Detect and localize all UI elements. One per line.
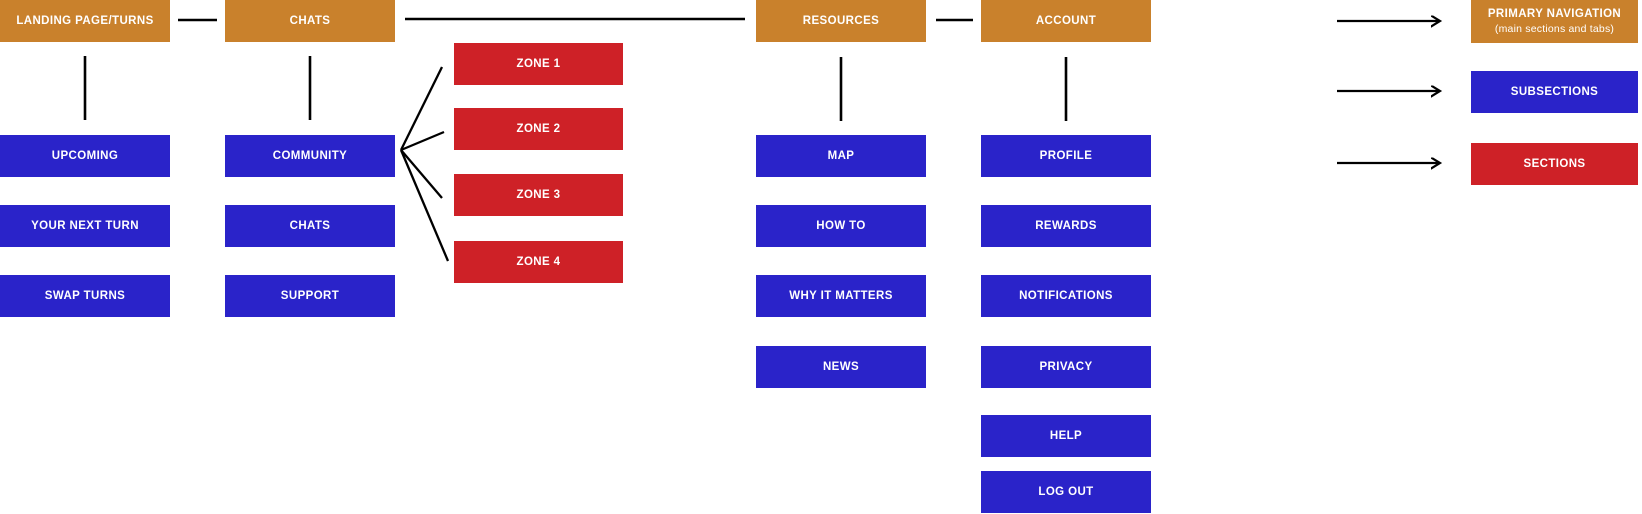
subsection-notifications: NOTIFICATIONS	[981, 275, 1151, 317]
node-label: NEWS	[822, 360, 860, 373]
subsection-swap-turns: SWAP TURNS	[0, 275, 170, 317]
node-label: CHATS	[289, 14, 331, 27]
subsection-why-it-matters: WHY IT MATTERS	[756, 275, 926, 317]
legend-label: SUBSECTIONS	[1510, 85, 1599, 98]
node-label: NOTIFICATIONS	[1019, 289, 1113, 302]
primary-nav-resources: RESOURCES	[756, 0, 926, 42]
node-label: REWARDS	[1035, 219, 1097, 232]
node-label: RESOURCES	[802, 14, 880, 27]
subsection-community: COMMUNITY	[225, 135, 395, 177]
section-zone-2: ZONE 2	[454, 108, 623, 150]
legend-subsections: SUBSECTIONS	[1471, 71, 1638, 113]
primary-nav-chats: CHATS	[225, 0, 395, 42]
node-label: SWAP TURNS	[44, 289, 126, 302]
subsection-your-next-turn: YOUR NEXT TURN	[0, 205, 170, 247]
subsection-privacy: PRIVACY	[981, 346, 1151, 388]
connector-community-zone1	[399, 66, 444, 151]
legend-sublabel: (main sections and tabs)	[1494, 22, 1615, 35]
node-label: HELP	[1049, 429, 1083, 442]
primary-nav-account: ACCOUNT	[981, 0, 1151, 42]
subsection-log-out: LOG OUT	[981, 471, 1151, 513]
subsection-upcoming: UPCOMING	[0, 135, 170, 177]
node-label: HOW TO	[816, 219, 866, 232]
node-label: COMMUNITY	[272, 149, 348, 162]
node-label: WHY IT MATTERS	[789, 289, 893, 302]
subsection-map: MAP	[756, 135, 926, 177]
subsection-profile: PROFILE	[981, 135, 1151, 177]
legend-primary-navigation: PRIMARY NAVIGATION (main sections and ta…	[1471, 0, 1638, 43]
node-label: ACCOUNT	[1035, 14, 1097, 27]
primary-nav-landing-page-turns: LANDING PAGE/TURNS	[0, 0, 170, 42]
connector-community-zone3	[400, 149, 443, 199]
node-label: PROFILE	[1039, 149, 1093, 162]
node-label: ZONE 4	[516, 255, 561, 268]
section-zone-1: ZONE 1	[454, 43, 623, 85]
legend-sections: SECTIONS	[1471, 143, 1638, 185]
node-label: LANDING PAGE/TURNS	[16, 14, 154, 27]
node-label: PRIVACY	[1039, 360, 1093, 373]
subsection-chats: CHATS	[225, 205, 395, 247]
section-zone-3: ZONE 3	[454, 174, 623, 216]
connector-community-zone2	[400, 130, 445, 152]
connector-community-zone4	[399, 149, 450, 262]
node-label: CHATS	[289, 219, 331, 232]
section-zone-4: ZONE 4	[454, 241, 623, 283]
node-label: MAP	[827, 149, 855, 162]
node-label: ZONE 1	[516, 57, 561, 70]
subsection-how-to: HOW TO	[756, 205, 926, 247]
subsection-news: NEWS	[756, 346, 926, 388]
node-label: LOG OUT	[1038, 485, 1094, 498]
subsection-help: HELP	[981, 415, 1151, 457]
node-label: ZONE 3	[516, 188, 561, 201]
node-label: UPCOMING	[51, 149, 119, 162]
node-label: YOUR NEXT TURN	[31, 219, 139, 232]
node-label: ZONE 2	[516, 122, 561, 135]
legend-label: SECTIONS	[1523, 157, 1586, 170]
node-label: SUPPORT	[280, 289, 340, 302]
subsection-rewards: REWARDS	[981, 205, 1151, 247]
legend-label: PRIMARY NAVIGATION	[1487, 8, 1622, 21]
subsection-support: SUPPORT	[225, 275, 395, 317]
